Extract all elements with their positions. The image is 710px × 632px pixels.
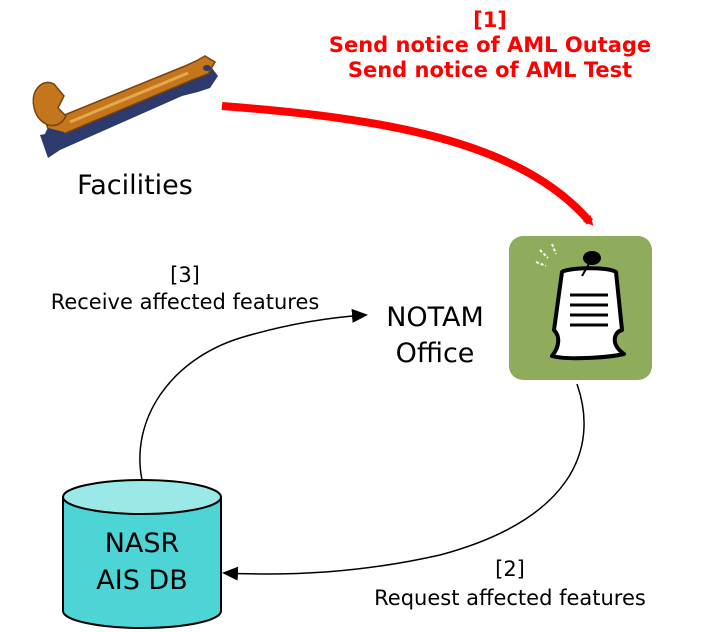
database-line1: NASR (104, 528, 180, 559)
step3-text: Receive affected features (50, 290, 320, 314)
facilities-label: Facilities (77, 170, 193, 201)
step2-number: [2] (495, 557, 525, 581)
step3-arrow (139, 308, 368, 481)
database-label: NASR AIS DB (62, 525, 222, 599)
step3-number: [3] (170, 263, 200, 287)
step3-label: [3] Receive affected features (0, 262, 370, 316)
step1-line1: Send notice of AML Outage (328, 33, 652, 57)
notam-office-label: NOTAM Office (355, 300, 515, 372)
step2-label: [2] Request affected features (320, 555, 700, 613)
notam-line1: NOTAM (386, 302, 484, 333)
notice-document-icon (509, 236, 652, 380)
step2-text: Request affected features (374, 586, 646, 610)
database-line2: AIS DB (96, 565, 188, 596)
notam-line2: Office (395, 338, 475, 369)
step1-arrow (221, 102, 594, 226)
step1-label: [1] Send notice of AML Outage Send notic… (270, 8, 710, 83)
wrench-icon (32, 55, 218, 158)
database-cylinder-icon (62, 479, 222, 629)
step2-arrow (222, 383, 585, 581)
step1-number: [1] (473, 8, 507, 32)
step1-line2: Send notice of AML Test (347, 58, 633, 82)
